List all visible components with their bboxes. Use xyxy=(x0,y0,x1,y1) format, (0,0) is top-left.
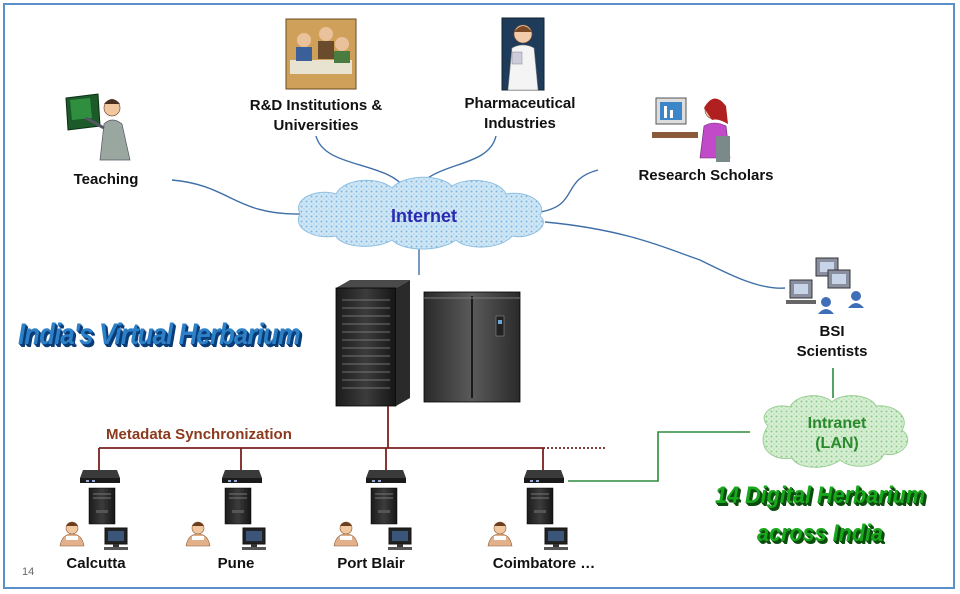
scholar-computer-icon xyxy=(652,97,731,162)
page-number: 14 xyxy=(22,566,35,578)
desktop-pc-icon xyxy=(370,487,398,525)
storage-cabinet-icon xyxy=(423,291,521,403)
node-label-port-blair: Port Blair xyxy=(337,555,405,572)
doctor-icon xyxy=(501,17,545,91)
label-bsi-scientists: BSI Scientists xyxy=(796,323,868,360)
label-research-scholars: Research Scholars xyxy=(638,167,774,184)
operator-icon xyxy=(59,521,85,547)
monitor-icon xyxy=(103,527,129,551)
intranet-links xyxy=(568,368,834,482)
internet-label: Internet xyxy=(390,206,457,226)
networked-pcs-icon xyxy=(786,257,864,314)
monitor-icon xyxy=(543,527,569,551)
link-bsi xyxy=(544,221,786,289)
server-rack-icon xyxy=(335,280,410,407)
node-station-3 xyxy=(333,470,413,551)
metadata-network xyxy=(98,406,606,470)
herbarium-caption: 14 Digital Herbarium across India xyxy=(714,482,926,547)
node-label-calcutta: Calcutta xyxy=(66,555,126,572)
metadata-sync-label: Metadata Synchronization xyxy=(106,426,292,443)
node-label-pune: Pune xyxy=(217,555,255,572)
network-switch-icon xyxy=(80,470,120,483)
monitor-icon xyxy=(241,527,267,551)
network-switch-icon xyxy=(524,470,564,483)
label-rnd-institutions: R&D Institutions & Universities xyxy=(249,97,383,134)
intranet-label: Intranet (LAN) xyxy=(807,415,867,452)
desktop-pc-icon xyxy=(88,487,116,525)
desktop-pc-icon xyxy=(224,487,252,525)
node-label-coimbatore: Coimbatore … xyxy=(492,555,596,572)
operator-icon xyxy=(487,521,513,547)
link-teaching xyxy=(171,179,301,215)
monitor-icon xyxy=(387,527,413,551)
network-switch-icon xyxy=(366,470,406,483)
intranet-cloud xyxy=(762,395,909,468)
network-switch-icon xyxy=(222,470,262,483)
label-teaching: Teaching xyxy=(73,171,139,188)
node-station-2 xyxy=(185,470,267,551)
operator-icon xyxy=(185,521,211,547)
internet-cloud xyxy=(297,176,544,250)
link-scholars xyxy=(539,169,599,213)
page-title: India's Virtual Herbarium xyxy=(18,318,301,351)
desktop-pc-icon xyxy=(526,487,554,525)
node-station-1 xyxy=(59,470,129,551)
teacher-icon xyxy=(65,93,131,161)
label-pharmaceutical-industries: Pharmaceutical Industries xyxy=(464,95,576,132)
operator-icon xyxy=(333,521,359,547)
node-station-4 xyxy=(487,470,569,551)
meeting-photo-icon xyxy=(285,18,357,90)
